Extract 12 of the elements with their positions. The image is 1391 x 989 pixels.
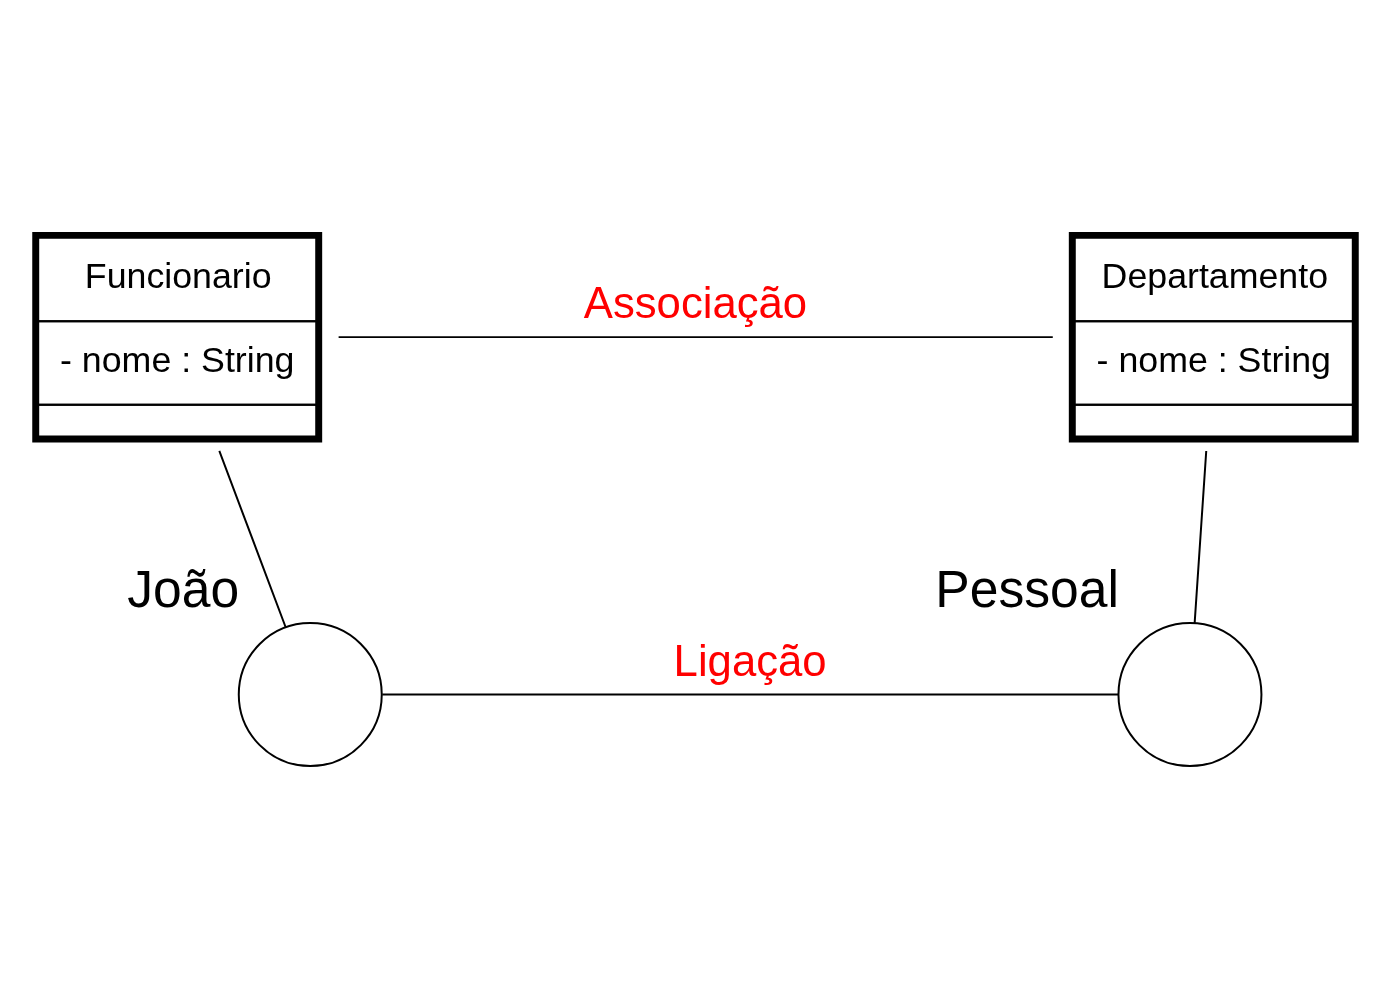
connector [1193, 449, 1208, 624]
node-circle [237, 621, 383, 767]
node-label: Pessoal [935, 559, 1119, 618]
connector [218, 449, 287, 628]
node-label: João [127, 559, 240, 618]
connector [381, 693, 1120, 696]
edge-label: Ligação [673, 635, 827, 685]
edge-label: Associação [583, 277, 808, 327]
node-circle [1117, 621, 1263, 767]
node-box: Departamento - nome : String [1068, 231, 1359, 442]
connector [337, 335, 1054, 338]
node-box: Funcionario - nome : String [32, 231, 323, 442]
